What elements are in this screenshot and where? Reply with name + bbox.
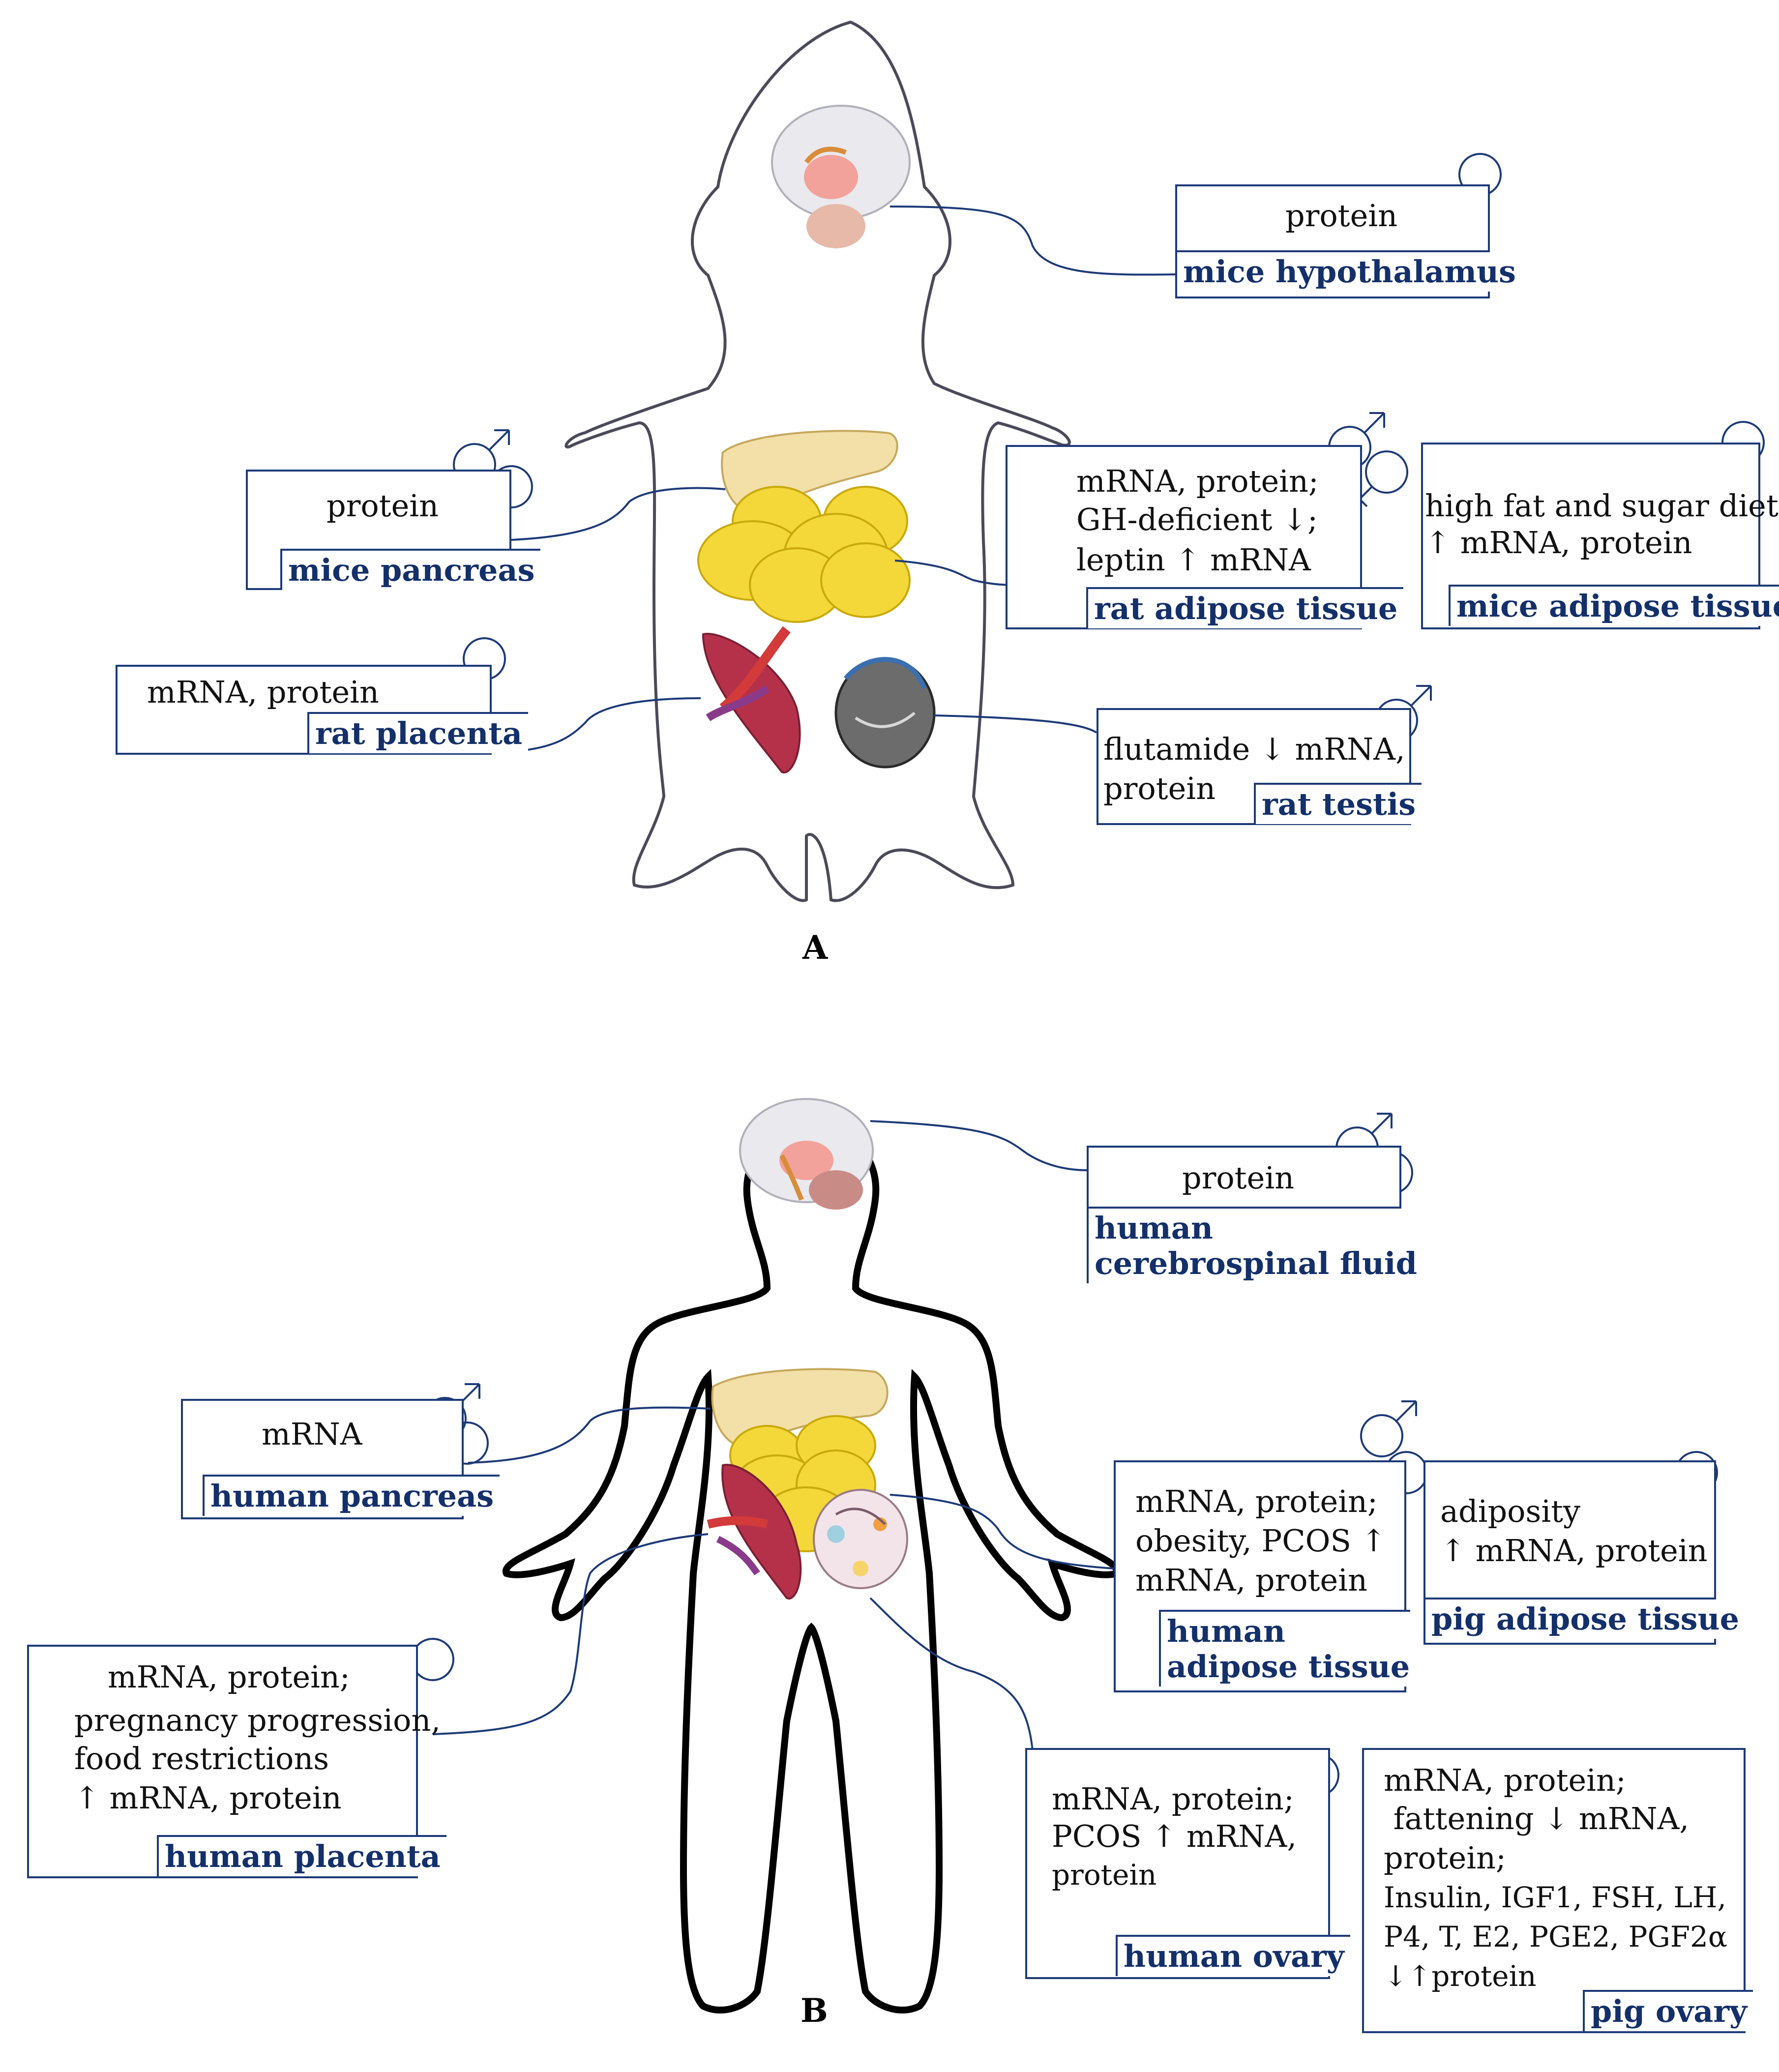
box-text-line: mRNA, protein [1135,1562,1367,1598]
box-label: pig adipose tissue [1423,1598,1739,1639]
box-text-line: protein [1103,770,1216,806]
rat-adipose-illustration [697,486,911,623]
box-label: human [1159,1610,1410,1651]
box-human-adipose-tissue: mRNA, protein; obesity, PCOS ↑ mRNA, pro… [1114,1460,1410,1692]
human-brain-illustration [739,1098,874,1210]
box-label: human [1087,1207,1401,1248]
box-text-line: mRNA, protein; [1052,1781,1294,1817]
box-text-line: protein [1182,1160,1295,1196]
rat-brain-illustration [771,105,911,248]
box-human-placenta: mRNA, protein; pregnancy progression, fo… [27,1645,446,1878]
box-label: mice pancreas [280,549,541,590]
box-label: mice hypothalamus [1175,250,1516,292]
box-text-line: ↑ mRNA, protein [1440,1533,1708,1569]
box-pig-adipose-tissue: adiposity ↑ mRNA, protein pig adipose ti… [1423,1460,1739,1645]
box-text-line: obesity, PCOS ↑ [1135,1523,1387,1559]
box-text-line: protein [1052,1858,1157,1892]
box-text-line: mRNA, protein [147,674,379,710]
box-pig-ovary: mRNA, protein; fattening ↓ mRNA, protein… [1362,1748,1753,2033]
box-human-csf: protein human cerebrospinal fluid [1087,1146,1417,1283]
box-text-line: food restrictions [74,1741,329,1776]
box-human-ovary: mRNA, protein; PCOS ↑ mRNA, protein huma… [1025,1748,1350,1979]
box-label: pig ovary [1583,1990,1753,2031]
box-rat-placenta: mRNA, protein rat placenta [116,665,529,755]
box-text-line: PCOS ↑ mRNA, [1052,1818,1297,1854]
box-text-line: mRNA, protein; [1384,1762,1626,1798]
rat-testis-illustration [834,657,936,769]
box-text-line: protein; [1384,1840,1506,1876]
box-rat-adipose-tissue: mRNA, protein; GH-deficient ↓; leptin ↑ … [1006,445,1404,629]
human-placenta-illustration [707,1464,802,1600]
box-text-line: mRNA, protein; [108,1659,350,1695]
rat-silhouette [564,20,1071,902]
box-label: mice adipose tissue [1449,585,1779,626]
box-mice-hypothalamus: protein mice hypothalamus [1175,184,1516,298]
box-text-line: Insulin, IGF1, FSH, LH, [1384,1881,1726,1914]
human-ovary-illustration [813,1489,908,1589]
box-human-pancreas: mRNA human pancreas [181,1399,500,1519]
box-text-line: P4, T, E2, PGE2, PGF2α [1384,1920,1728,1954]
connector-lines-a [489,206,1177,753]
panel-label-b: B [801,1991,828,2030]
box-text-line: mRNA, protein; [1135,1483,1378,1519]
box-text-line: fattening ↓ mRNA, [1384,1801,1690,1836]
box-text-line: mRNA [262,1416,362,1452]
box-text-line: ↑ mRNA, protein [1425,525,1692,561]
box-mice-pancreas: protein mice pancreas [246,470,541,590]
box-label: human placenta [157,1835,446,1876]
box-label: adipose tissue [1159,1647,1410,1687]
box-label: human pancreas [203,1475,500,1516]
box-text-line: protein [326,488,439,524]
box-text-line: pregnancy progression, [74,1702,441,1738]
box-text-line: GH-deficient ↓; [1076,502,1318,537]
box-text-line: adiposity [1440,1493,1581,1529]
box-text-line: ↑ mRNA, protein [74,1780,342,1816]
panel-label-a: A [802,928,828,967]
box-text-line: protein [1285,198,1398,234]
box-label: rat testis [1254,783,1422,824]
box-text-line: ↓↑protein [1384,1959,1537,1993]
box-text-line: mRNA, protein; [1076,463,1319,499]
box-label: rat placenta [307,712,529,753]
connector-lines-b [432,1120,1114,1751]
box-label: cerebrospinal fluid [1087,1244,1417,1283]
rat-placenta-illustration [702,626,801,774]
box-text-line: flutamide ↓ mRNA, [1103,731,1405,767]
box-label: human ovary [1116,1935,1350,1976]
box-text-line: leptin ↑ mRNA [1076,542,1311,578]
male-symbol-icon [1360,1400,1417,1457]
box-rat-testis: flutamide ↓ mRNA, protein rat testis [1097,708,1422,825]
box-text-line: high fat and sugar diet [1425,488,1779,524]
box-label: rat adipose tissue [1086,587,1404,628]
box-mice-adipose-tissue: high fat and sugar diet ↑ mRNA, protein … [1421,443,1779,629]
